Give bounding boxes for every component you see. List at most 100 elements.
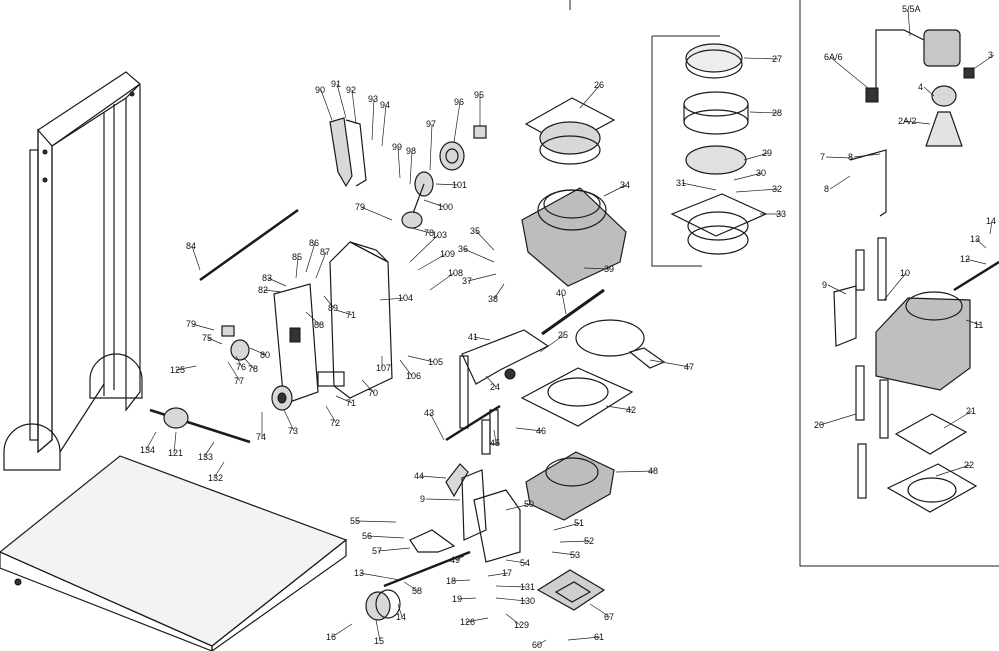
part-label: 94 (380, 100, 390, 110)
part-label: 106 (406, 371, 421, 381)
leader-line (203, 441, 215, 458)
part-label: 48 (648, 466, 658, 476)
leader-line (360, 206, 393, 221)
part-label: 46 (536, 426, 546, 436)
leader-line (377, 547, 411, 552)
shaft-133 (149, 407, 251, 444)
bellows-48 (525, 451, 615, 521)
part-label: 99 (392, 142, 402, 152)
part-label: 71 (346, 310, 356, 320)
shaft-49 (383, 550, 471, 588)
part-label: 4 (918, 82, 923, 92)
leader-line (749, 111, 779, 114)
leader-line (827, 284, 847, 295)
leader-line (315, 251, 327, 279)
bracket-7-8 (849, 149, 887, 217)
leader-line (399, 359, 413, 377)
leader-line (603, 184, 627, 197)
leader-line (539, 334, 565, 353)
leader-line (505, 503, 531, 511)
arm-41 (461, 329, 550, 385)
part-label: 43 (424, 408, 434, 418)
frame-box-right (799, 0, 999, 567)
leader-line (173, 431, 177, 454)
part-label: 100 (438, 202, 453, 212)
leader-line (903, 120, 931, 125)
ring-28 (683, 91, 749, 135)
part-label: 134 (140, 445, 155, 455)
part-label: 30 (756, 168, 766, 178)
leader-line (429, 272, 455, 291)
part-label: 8 (848, 152, 853, 162)
leader-line (457, 597, 477, 600)
part-label: 121 (168, 448, 183, 458)
part-label: 103 (432, 230, 447, 240)
plate-47 (575, 319, 666, 369)
part-label: 3 (988, 50, 993, 60)
leader-line (429, 123, 433, 171)
leader-line (379, 297, 405, 301)
posts-9-10 (833, 237, 887, 347)
part-label: 6A/6 (824, 52, 843, 62)
leader-line (263, 289, 283, 293)
leader-line (537, 639, 547, 646)
leader-line (409, 234, 439, 263)
part-label: 38 (488, 294, 498, 304)
holder-22 (886, 463, 978, 513)
leader-line (605, 405, 633, 411)
leader-line (583, 267, 611, 270)
frame-box-26-39 (569, 0, 720, 267)
leader-line (615, 470, 655, 473)
part-label: 33 (776, 209, 786, 219)
part-label: 20 (814, 420, 824, 430)
tower-11 (875, 291, 971, 391)
leader-line (493, 429, 497, 444)
part-label: 86 (309, 238, 319, 248)
part-label: 93 (368, 94, 378, 104)
part-label: 109 (440, 249, 455, 259)
leader-line (407, 355, 435, 363)
leader-line (429, 412, 445, 441)
part-label: 18 (446, 576, 456, 586)
leader-line (367, 535, 405, 539)
leader-line (495, 597, 527, 602)
leader-line (733, 172, 763, 181)
part-label: 11 (974, 320, 983, 330)
diffuser-29 (685, 145, 747, 175)
part-label: 14 (396, 612, 406, 622)
plate-42 (520, 367, 634, 427)
leader-line (493, 283, 505, 300)
leader-line (207, 337, 223, 345)
part-label: 92 (346, 85, 356, 95)
baseboard (0, 455, 348, 651)
leader-line (883, 272, 907, 301)
leader-line (295, 256, 299, 279)
carriage-plate-70 (317, 241, 393, 399)
leader-line (411, 227, 431, 234)
part-label: 74 (256, 432, 266, 442)
part-label: 44 (414, 471, 424, 481)
leader-line (829, 175, 851, 190)
part-label: 107 (376, 363, 391, 373)
leader-line (397, 146, 401, 179)
leader-line (465, 617, 489, 623)
leader-line (853, 153, 881, 158)
part-label: 9 (420, 494, 425, 504)
part-label: 12 (960, 254, 970, 264)
leader-line (243, 357, 255, 370)
leader-line (589, 603, 611, 618)
part-label: 28 (772, 108, 782, 118)
part-label: 16 (326, 632, 336, 642)
part-label: 108 (448, 268, 463, 278)
part-label: 10 (900, 268, 910, 278)
part-label: 27 (772, 54, 782, 64)
leader-line (473, 336, 491, 341)
leader-line (485, 375, 497, 388)
leader-line (515, 427, 543, 432)
leader-line (325, 405, 337, 424)
part-label: 57 (372, 546, 382, 556)
leader-line (475, 230, 495, 251)
lens-27 (685, 43, 743, 79)
leader-line (227, 361, 241, 382)
part-label: 25 (558, 330, 568, 340)
